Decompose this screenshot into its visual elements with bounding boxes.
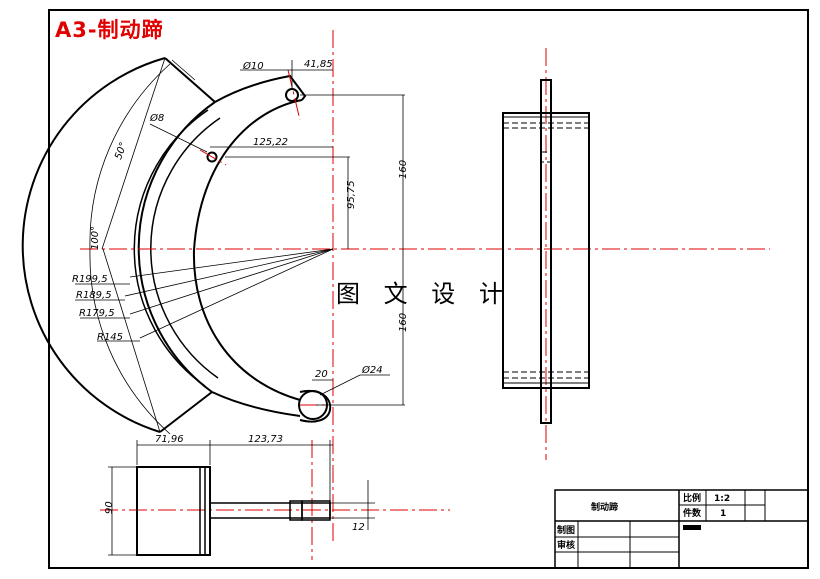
bottom-boss bbox=[299, 390, 332, 423]
shoe-top-tail bbox=[214, 74, 307, 103]
tb-check-label: 审核 bbox=[557, 539, 575, 551]
tb-scale-value: 1:2 bbox=[714, 494, 730, 504]
title-block-texts: 制动蹄 比例 1:2 件数 1 制图 审核 bbox=[557, 492, 730, 551]
lining-end-top bbox=[164, 57, 216, 103]
dim-offset-bottom: 20 bbox=[315, 369, 328, 380]
hole-mid bbox=[206, 151, 218, 163]
dim-hole-big: Ø24 bbox=[361, 364, 383, 376]
dim-radius-4: R145 bbox=[97, 332, 123, 343]
dim-width-left: 71,96 bbox=[155, 434, 184, 445]
dim-side-height: 90 bbox=[104, 501, 115, 514]
bottom-view bbox=[136, 466, 331, 556]
dim-height-mid: 95,75 bbox=[346, 180, 357, 209]
bottom-lining bbox=[136, 466, 211, 556]
tb-scale-label: 比例 bbox=[683, 492, 701, 504]
tb-drawn-label: 制图 bbox=[557, 524, 575, 536]
dim-height-upper: 160 bbox=[398, 160, 409, 179]
lining-end-bottom bbox=[159, 391, 213, 433]
dim-radius-1: R199,5 bbox=[72, 274, 108, 285]
dim-angle-top: 50° bbox=[113, 141, 129, 161]
dim-angle-total: 100° bbox=[90, 226, 101, 250]
shoe-inner-web bbox=[150, 117, 221, 379]
title-block-mark bbox=[683, 525, 701, 530]
dim-offset-top: 41,85 bbox=[304, 59, 333, 70]
lining-outer-arc bbox=[21, 57, 166, 433]
dim-radius-2: R189,5 bbox=[76, 290, 112, 301]
side-body bbox=[502, 112, 590, 389]
dimension-lines bbox=[75, 57, 405, 556]
tb-qty-value: 1 bbox=[720, 509, 726, 519]
dim-horiz-mid: 125,22 bbox=[253, 137, 288, 148]
sheet-title: A3-制动蹄 bbox=[55, 18, 164, 42]
sheet-frame bbox=[48, 9, 809, 569]
shoe-inner-arc bbox=[192, 99, 303, 401]
centerlines bbox=[80, 30, 770, 560]
front-view bbox=[21, 57, 332, 433]
side-view-hidden bbox=[503, 113, 589, 388]
shoe-bottom-tail bbox=[211, 391, 301, 417]
dim-hole-mid: Ø8 bbox=[149, 112, 164, 124]
bottom-boss-end bbox=[301, 500, 331, 521]
dim-radius-3: R179,5 bbox=[79, 308, 115, 319]
dim-height-lower: 160 bbox=[398, 313, 409, 332]
title-block bbox=[554, 489, 809, 569]
watermark: 图 文 设 计 bbox=[336, 280, 511, 308]
hole-small bbox=[285, 88, 299, 102]
dim-width-right: 123,73 bbox=[248, 434, 283, 445]
dim-side-thick: 12 bbox=[352, 522, 365, 533]
tb-qty-label: 件数 bbox=[683, 507, 702, 519]
lining-arc-3 bbox=[133, 109, 209, 387]
dimension-texts: Ø10 41,85 Ø8 125,22 50° 100° 160 95,75 1… bbox=[72, 59, 409, 533]
dim-hole-small: Ø10 bbox=[242, 60, 264, 72]
tb-part-name: 制动蹄 bbox=[591, 501, 618, 513]
